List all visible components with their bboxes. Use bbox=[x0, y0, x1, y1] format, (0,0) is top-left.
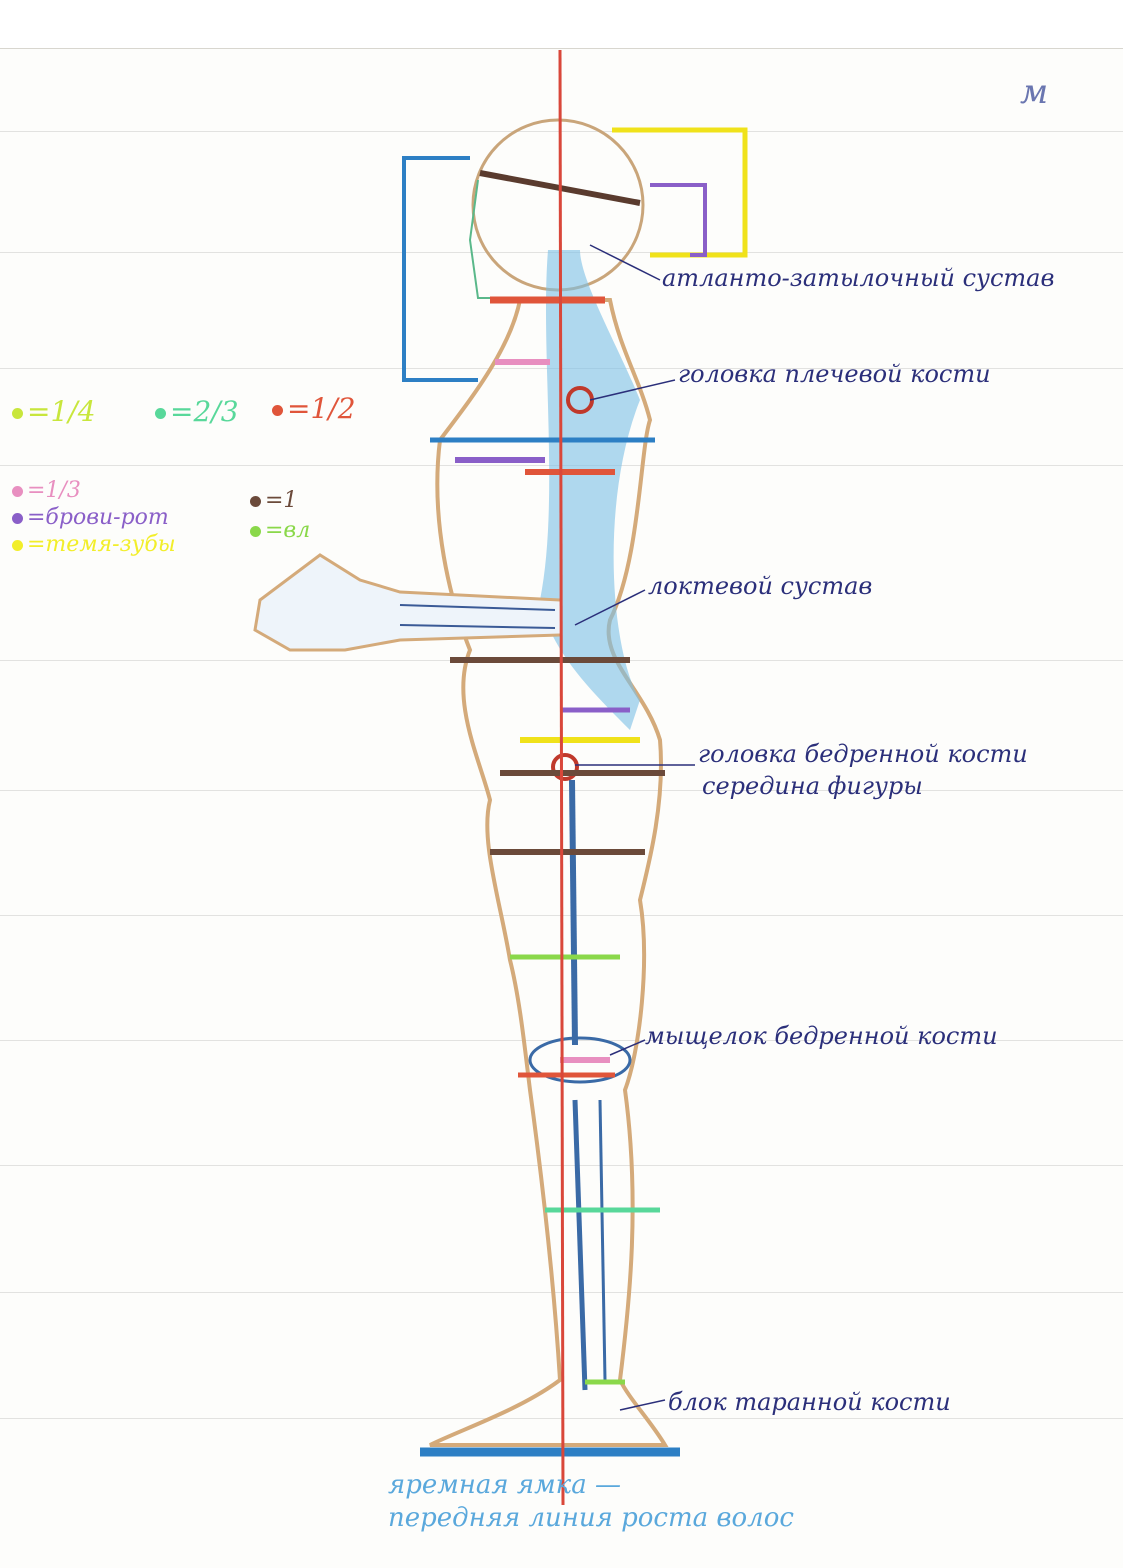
scan-top-edge bbox=[0, 0, 1123, 49]
legend-item: =1/3 bbox=[12, 478, 81, 503]
arm-outline bbox=[253, 553, 561, 652]
legend-item: =темя-зубы bbox=[12, 532, 176, 557]
label-figure-middle: середина фигуры bbox=[702, 772, 923, 800]
label-atlanto-occipital-joint: атланто-затылочный сустав bbox=[662, 264, 1055, 292]
legend-dot-icon bbox=[12, 512, 23, 524]
purple-bracket bbox=[650, 183, 707, 257]
legend-item: =вл bbox=[250, 518, 310, 543]
legend-dot-icon bbox=[250, 525, 261, 537]
blue-bracket bbox=[402, 156, 478, 382]
label-talus-trochlea: блок таранной кости bbox=[668, 1388, 951, 1416]
legend-dot-icon bbox=[250, 495, 261, 507]
yellow-bracket bbox=[612, 127, 748, 258]
label-femur-head: головка бедренной кости bbox=[698, 740, 1028, 768]
legend-dot-icon bbox=[155, 408, 166, 419]
bottom-note-line2: передняя линия роста волос bbox=[388, 1503, 794, 1533]
plumb-line bbox=[558, 49, 565, 1506]
label-femur-condyle: мыщелок бедренной кости bbox=[645, 1022, 998, 1050]
legend-item: =1 bbox=[250, 488, 297, 513]
legend-item: =2/3 bbox=[155, 395, 239, 428]
legend-dot-icon bbox=[12, 485, 23, 497]
corner-mark: м bbox=[1020, 72, 1049, 112]
spine-shading bbox=[540, 250, 640, 730]
legend-dot-icon bbox=[272, 405, 283, 416]
label-elbow-joint: локтевой сустав bbox=[648, 572, 873, 600]
legend-dot-icon bbox=[12, 408, 23, 419]
legend-dot-icon bbox=[12, 539, 23, 551]
legend-item: =1/4 bbox=[12, 395, 96, 428]
bottom-note-line1: яремная ямка — bbox=[388, 1470, 621, 1500]
legend-item: =брови-рот bbox=[12, 505, 169, 530]
legend-item: =1/2 bbox=[272, 392, 356, 425]
label-humerus-head: головка плечевой кости bbox=[678, 360, 991, 388]
